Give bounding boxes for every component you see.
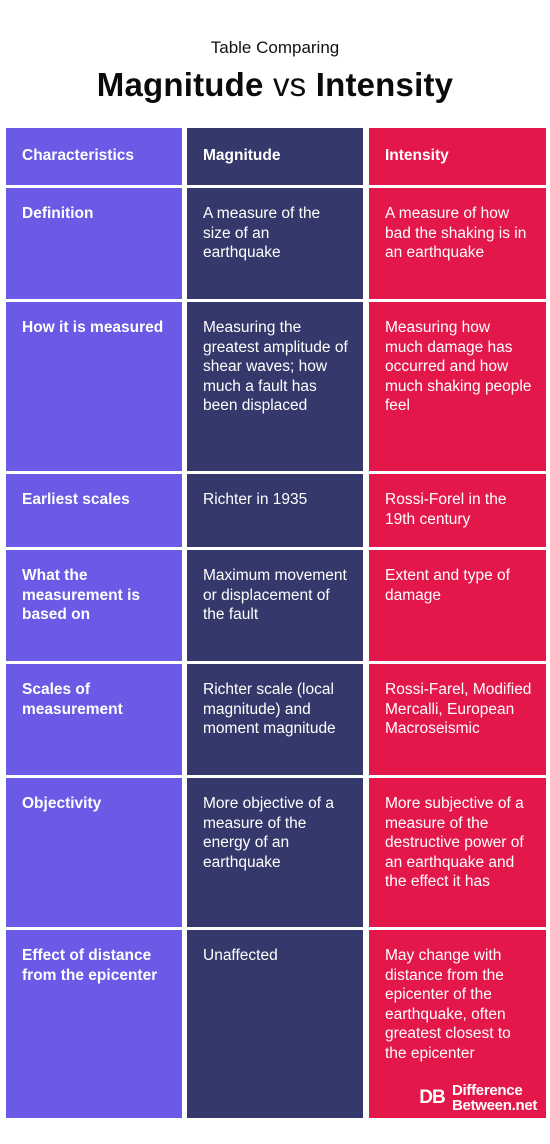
header-magnitude: Magnitude: [187, 128, 363, 185]
title-intensity: Intensity: [315, 66, 454, 103]
header-intensity: Intensity: [369, 128, 546, 185]
logo-line-1: Difference: [452, 1082, 523, 1099]
row-magnitude: Maximum movement or displacement of the …: [187, 550, 363, 661]
row-intensity: May change with distance from the epicen…: [369, 930, 546, 1118]
title-magnitude: Magnitude: [96, 66, 264, 103]
row-characteristic: Definition: [6, 188, 182, 299]
logo-text: Difference Between.net: [452, 1083, 537, 1113]
row-magnitude: More objective of a measure of the energ…: [187, 778, 363, 927]
row-characteristic: What the measurement is based on: [6, 550, 182, 661]
row-magnitude: Unaffected: [187, 930, 363, 1118]
row-characteristic: Earliest scales: [6, 474, 182, 547]
row-intensity: Measuring how much damage has occurred a…: [369, 302, 546, 471]
row-intensity: Rossi-Forel in the 19th century: [369, 474, 546, 547]
row-characteristic: Objectivity: [6, 778, 182, 927]
row-intensity: Extent and type of damage: [369, 550, 546, 661]
table-row: Earliest scales Richter in 1935 Rossi-Fo…: [6, 474, 546, 547]
table-row: Definition A measure of the size of an e…: [6, 188, 546, 299]
comparison-table: Characteristics Magnitude Intensity Defi…: [6, 128, 546, 1121]
header-characteristics: Characteristics: [6, 128, 182, 185]
page-title: Magnitude vs Intensity: [0, 66, 550, 104]
title-vs: vs: [272, 66, 307, 103]
row-characteristic: Effect of distance from the epicenter: [6, 930, 182, 1118]
difference-between-logo: DB Difference Between.net: [414, 1082, 537, 1114]
logo-line-2: Between.net: [452, 1097, 538, 1114]
row-characteristic: Scales of measurement: [6, 664, 182, 775]
table-row: How it is measured Measuring the greates…: [6, 302, 546, 471]
table-row: Scales of measurement Richter scale (loc…: [6, 664, 546, 775]
row-characteristic: How it is measured: [6, 302, 182, 471]
table-row: Objectivity More objective of a measure …: [6, 778, 546, 927]
row-intensity: Rossi-Farel, Modified Mercalli, European…: [369, 664, 546, 775]
row-magnitude: A measure of the size of an earthquake: [187, 188, 363, 299]
table-row: What the measurement is based on Maximum…: [6, 550, 546, 661]
row-intensity: More subjective of a measure of the dest…: [369, 778, 546, 927]
row-magnitude: Measuring the greatest amplitude of shea…: [187, 302, 363, 471]
row-intensity: A measure of how bad the shaking is in a…: [369, 188, 546, 299]
table-row: Effect of distance from the epicenter Un…: [6, 930, 546, 1118]
table-header-row: Characteristics Magnitude Intensity: [6, 128, 546, 185]
logo-mark: DB: [414, 1082, 450, 1114]
page-subtitle: Table Comparing: [210, 38, 340, 57]
row-magnitude: Richter scale (local magnitude) and mome…: [187, 664, 363, 775]
row-magnitude: Richter in 1935: [187, 474, 363, 547]
